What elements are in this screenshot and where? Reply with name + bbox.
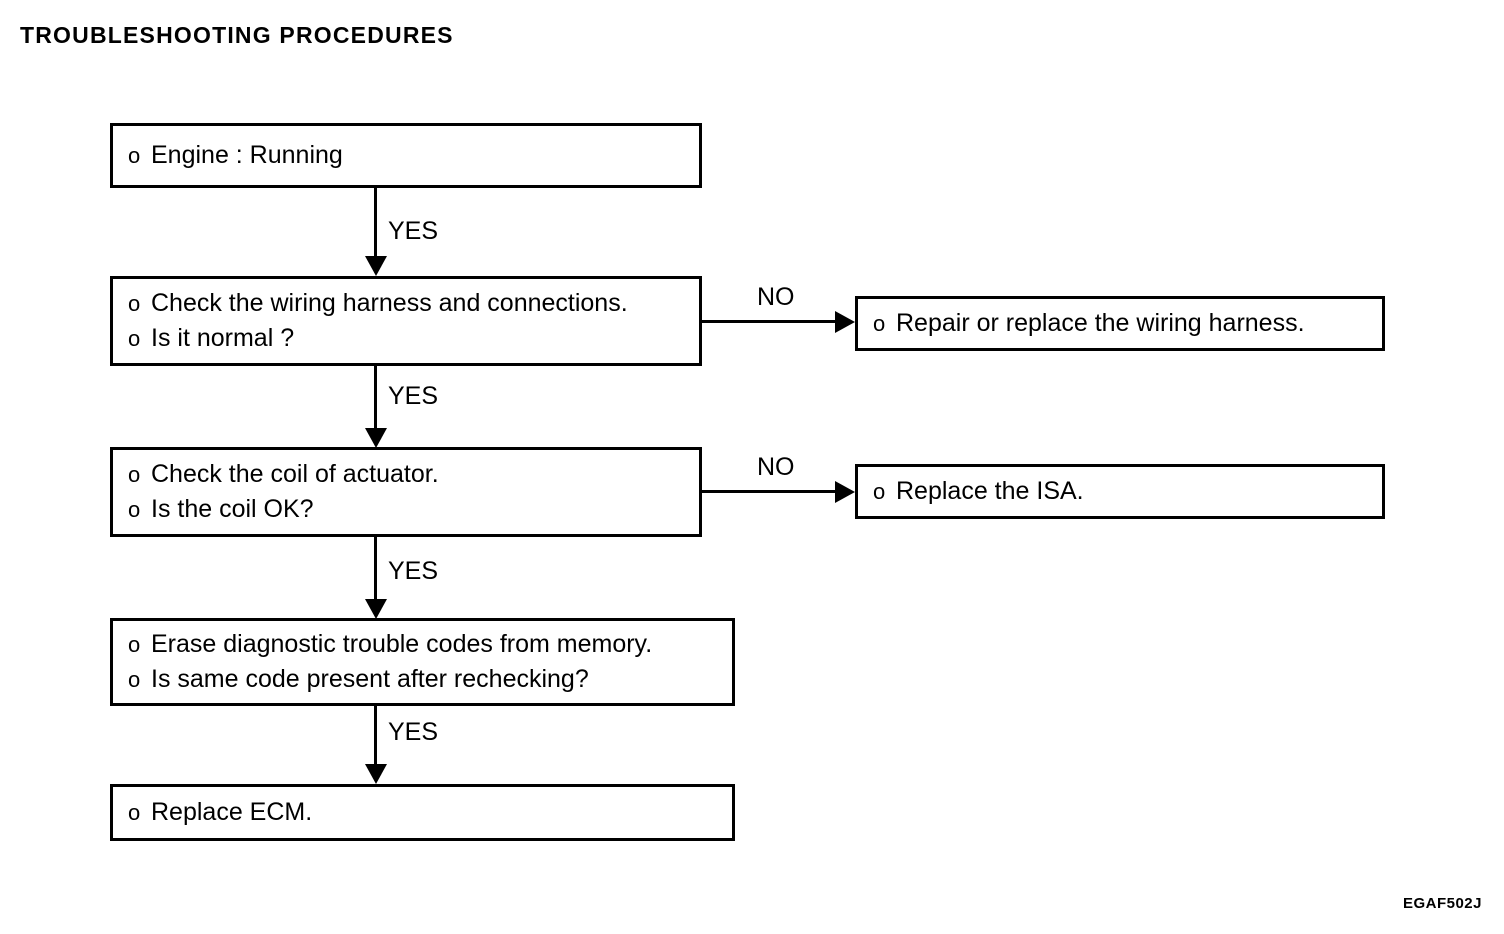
connector-yes-2	[374, 366, 377, 432]
connector-yes-1	[374, 188, 377, 260]
arrowhead-yes-2-icon	[365, 428, 387, 448]
connector-yes-3	[374, 537, 377, 603]
flow-node-check-wiring-harness[interactable]: o Check the wiring harness and connectio…	[110, 276, 702, 366]
connector-no-2	[702, 490, 838, 493]
bullet-icon: o	[128, 497, 141, 522]
flow-node-text: Is the coil OK?	[151, 495, 314, 523]
flow-node-text: Erase diagnostic trouble codes from memo…	[151, 629, 653, 658]
flow-node-text: Replace the ISA.	[896, 476, 1084, 505]
flow-node-text: Check the wiring harness and connections…	[151, 288, 628, 317]
bullet-icon: o	[128, 799, 141, 825]
edge-label-yes-3: YES	[388, 557, 439, 585]
flow-node-text: Replace ECM.	[151, 797, 313, 826]
flow-node-text: Repair or replace the wiring harness.	[896, 308, 1305, 337]
page-title: TROUBLESHOOTING PROCEDURES	[20, 22, 454, 48]
flow-node-check-coil-actuator[interactable]: o Check the coil of actuator. o Is the c…	[110, 447, 702, 537]
bullet-icon: o	[128, 142, 141, 168]
flow-node-text: Is same code present after rechecking?	[151, 665, 589, 693]
figure-code: EGAF502J	[1402, 895, 1482, 912]
bullet-icon: o	[128, 461, 141, 487]
flow-node-line: o Replace ECM.	[113, 795, 732, 831]
flow-node-line: o Is it normal ?	[113, 321, 699, 357]
flow-node-replace-isa[interactable]: o Replace the ISA.	[855, 464, 1385, 519]
edge-label-yes-2: YES	[388, 382, 439, 410]
flow-node-line: o Repair or replace the wiring harness.	[858, 306, 1382, 342]
arrowhead-no-1-icon	[835, 311, 855, 333]
bullet-icon: o	[128, 326, 141, 351]
flow-node-text: Check the coil of actuator.	[151, 459, 439, 488]
arrowhead-yes-4-icon	[365, 764, 387, 784]
flow-node-line: o Engine : Running	[113, 138, 699, 174]
flow-node-text: Engine : Running	[151, 140, 343, 169]
edge-label-yes-4: YES	[388, 718, 439, 746]
bullet-icon: o	[873, 478, 886, 504]
arrowhead-no-2-icon	[835, 481, 855, 503]
flow-node-replace-ecm[interactable]: o Replace ECM.	[110, 784, 735, 841]
bullet-icon: o	[128, 290, 141, 316]
edge-label-no-2: NO	[757, 453, 795, 481]
flow-node-line: o Is same code present after rechecking?	[113, 662, 732, 698]
connector-yes-4	[374, 706, 377, 768]
flow-node-text: Is it normal ?	[151, 324, 295, 352]
connector-no-1	[702, 320, 838, 323]
edge-label-no-1: NO	[757, 283, 795, 311]
flow-node-engine-running[interactable]: o Engine : Running	[110, 123, 702, 188]
flow-node-repair-wiring-harness[interactable]: o Repair or replace the wiring harness.	[855, 296, 1385, 351]
bullet-icon: o	[873, 310, 886, 336]
bullet-icon: o	[128, 631, 141, 657]
bullet-icon: o	[128, 667, 141, 692]
flow-node-line: o Is the coil OK?	[113, 492, 699, 528]
flow-node-line: o Erase diagnostic trouble codes from me…	[113, 627, 732, 663]
arrowhead-yes-3-icon	[365, 599, 387, 619]
flow-node-line: o Check the coil of actuator.	[113, 457, 699, 493]
flow-node-erase-trouble-codes[interactable]: o Erase diagnostic trouble codes from me…	[110, 618, 735, 706]
arrowhead-yes-1-icon	[365, 256, 387, 276]
flow-node-line: o Check the wiring harness and connectio…	[113, 286, 699, 322]
edge-label-yes-1: YES	[388, 217, 439, 245]
flow-node-line: o Replace the ISA.	[858, 474, 1382, 510]
